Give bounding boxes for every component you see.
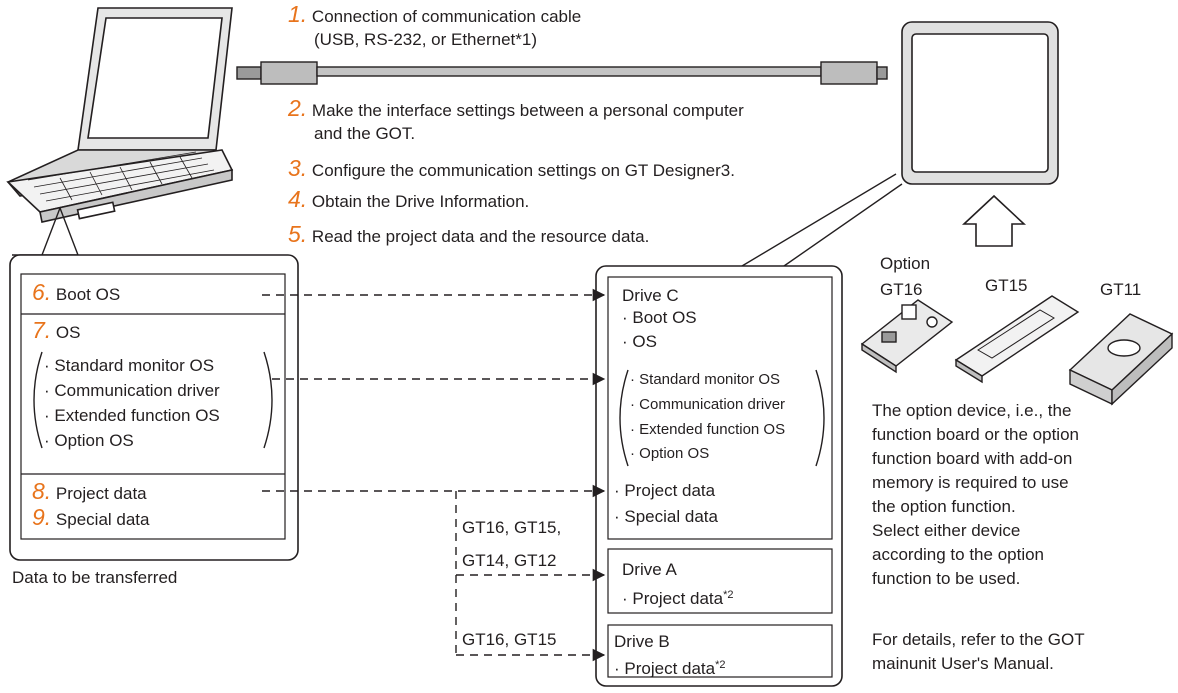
option-description-line: function board with add-on [872,449,1073,468]
gt15-option-device-icon [954,295,1080,384]
drive-c-box [607,276,833,540]
drive-b-item: · Project data*2 [614,655,726,679]
step-2-text-line-2: and the GOT. [314,124,416,143]
option-gt16-label: GT16 [880,280,923,299]
drive-c-title: Drive C [622,286,679,305]
source-boot-os-label: Boot OS [55,285,121,304]
step-4-text: Obtain the Drive Information. [311,192,530,211]
source-os-item: · Communication driver [44,381,220,400]
option-description-line: function board or the option [872,425,1079,444]
step-5: 5. Read the project data and the resourc… [288,221,650,247]
drive-b-footnote-marker: *2 [715,659,726,671]
step-3-number: 3. [288,155,308,181]
drive-c-item: · Boot OS [622,308,697,327]
option-heading: Option [880,254,931,273]
destination-box [595,265,843,687]
got-monitor-icon [901,21,1059,185]
drive-b-box [607,624,833,678]
option-description-line: The option device, i.e., the [872,401,1072,420]
step-4: 4. Obtain the Drive Information. [288,186,530,212]
option-description-line: Select either device [872,521,1021,540]
source-os-right-paren [263,351,273,449]
source-special-data-label: Special data [55,510,150,529]
drive-a-route-label: GT16, GT15, [462,518,562,537]
step-2-text: Make the interface settings between a pe… [311,101,744,120]
step-2-number: 2. [288,95,308,121]
up-arrow-icon [961,194,1027,247]
drive-c-special-data: · Special data [614,507,718,526]
source-box [9,254,299,561]
drive-c-os-item: · Communication driver [630,396,786,413]
option-reference-line: mainunit User's Manual. [872,654,1054,673]
gt11-option-device-icon [1068,313,1174,406]
option-reference-line: For details, refer to the GOT [872,630,1085,649]
option-description-line: according to the option [872,545,1045,564]
drive-a-box [607,548,833,614]
source-os-left-paren [33,351,43,449]
step-5-number: 5. [288,221,308,247]
step-5-text: Read the project data and the resource d… [311,227,650,246]
source-boot-os: 6. Boot OS [32,279,121,305]
source-os-item: · Option OS [44,431,134,450]
drive-c-os-item: · Option OS [630,445,710,462]
step-1-number: 1. [288,1,308,27]
drive-a-footnote-marker: *2 [723,589,734,601]
drive-c-os-item: · Extended function OS [630,421,786,438]
drive-a-item: · Project data*2 [622,585,734,609]
step-2: 2. Make the interface settings between a… [288,95,744,121]
laptop-icon [6,7,234,223]
source-project-data-label: Project data [55,484,147,503]
drive-a-item-label: · Project data [622,589,724,608]
source-os-item: · Extended function OS [44,406,220,425]
source-os-item: · Standard monitor OS [44,356,215,375]
source-project-data-number: 8. [32,478,52,504]
option-description-line: function to be used. [872,569,1021,588]
source-special-data-number: 9. [32,504,52,530]
drive-b-item-label: · Project data [614,659,716,678]
source-os-number: 7. [32,317,52,343]
drive-c-os-item: · Standard monitor OS [630,371,781,388]
drive-c-os-right-paren [815,369,825,467]
drive-c-os-left-paren [619,369,629,467]
option-description-line: the option function. [872,497,1016,516]
source-special-data: 9. Special data [32,504,150,530]
source-os-label: OS [55,323,81,342]
step-1-text: Connection of communication cable [311,7,582,26]
drive-c-project-data: · Project data [614,481,716,500]
drive-c-item: · OS [622,332,657,351]
source-caption: Data to be transferred [12,568,178,587]
drive-b-route-label: GT16, GT15 [462,630,557,649]
source-project-data: 8. Project data [32,478,147,504]
step-1: 1. Connection of communication cable [288,1,582,27]
drive-a-title: Drive A [622,560,677,579]
option-gt11-label: GT11 [1100,280,1142,299]
source-os: 7. OS [32,317,81,343]
source-inner [20,273,286,540]
gt16-option-device-icon [860,299,954,374]
source-boot-os-number: 6. [32,279,52,305]
step-3-text: Configure the communication settings on … [311,161,735,180]
drive-b-title: Drive B [614,632,670,651]
got-callout [741,173,903,267]
communication-cable [236,61,888,85]
drive-a-route-label: GT14, GT12 [462,551,557,570]
step-1-text-line-2: (USB, RS-232, or Ethernet*1) [314,30,537,49]
option-gt15-label: GT15 [985,276,1028,295]
option-description-line: memory is required to use [872,473,1069,492]
step-4-number: 4. [288,186,308,212]
step-3: 3. Configure the communication settings … [288,155,735,181]
